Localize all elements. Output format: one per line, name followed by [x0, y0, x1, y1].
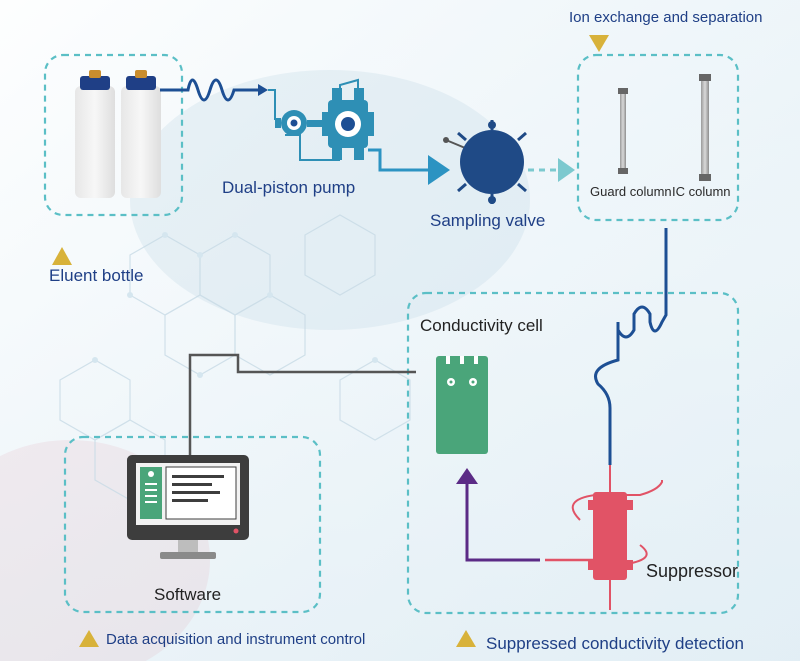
detection-triangle-icon	[456, 630, 476, 647]
valve-to-column-arrow	[528, 158, 575, 182]
data-cable	[188, 353, 416, 455]
detection-box	[406, 291, 740, 615]
ic-column-label: IC column	[672, 184, 731, 199]
eluent-bottles	[75, 70, 161, 198]
separation-triangle-icon	[589, 35, 609, 52]
ion-exchange-label: Ion exchange and separation	[569, 9, 763, 26]
suppressor-to-cell-arrow	[456, 468, 540, 562]
guard-column	[618, 88, 628, 174]
suppressor	[545, 465, 663, 610]
conductivity-cell	[436, 356, 488, 454]
pump-to-valve-arrow	[368, 148, 450, 185]
eluent-tubing	[160, 78, 258, 102]
guard-column-label: Guard column	[590, 184, 672, 199]
software-label: Software	[154, 585, 222, 604]
conductivity-cell-label: Conductivity cell	[420, 316, 543, 335]
software-triangle-icon	[79, 630, 99, 647]
sampling-valve	[443, 120, 527, 204]
ic-column	[699, 74, 711, 181]
eluent-flow-arrow	[258, 84, 268, 96]
eluent-bottle-label: Eluent bottle	[49, 266, 144, 285]
suppressor-label: Suppressor	[646, 561, 739, 581]
computer-monitor	[127, 455, 249, 559]
suppressed-detection-label: Suppressed conductivity detection	[486, 634, 744, 653]
dual-piston-pump	[268, 78, 374, 161]
data-acquisition-label: Data acquisition and instrument control	[106, 631, 366, 648]
column-outlet-tubing	[594, 228, 668, 465]
software-box	[63, 435, 322, 614]
eluent-box	[43, 53, 184, 217]
eluent-triangle-icon	[52, 247, 72, 265]
dual-piston-pump-label: Dual-piston pump	[222, 178, 356, 197]
sampling-valve-label: Sampling valve	[430, 211, 546, 230]
